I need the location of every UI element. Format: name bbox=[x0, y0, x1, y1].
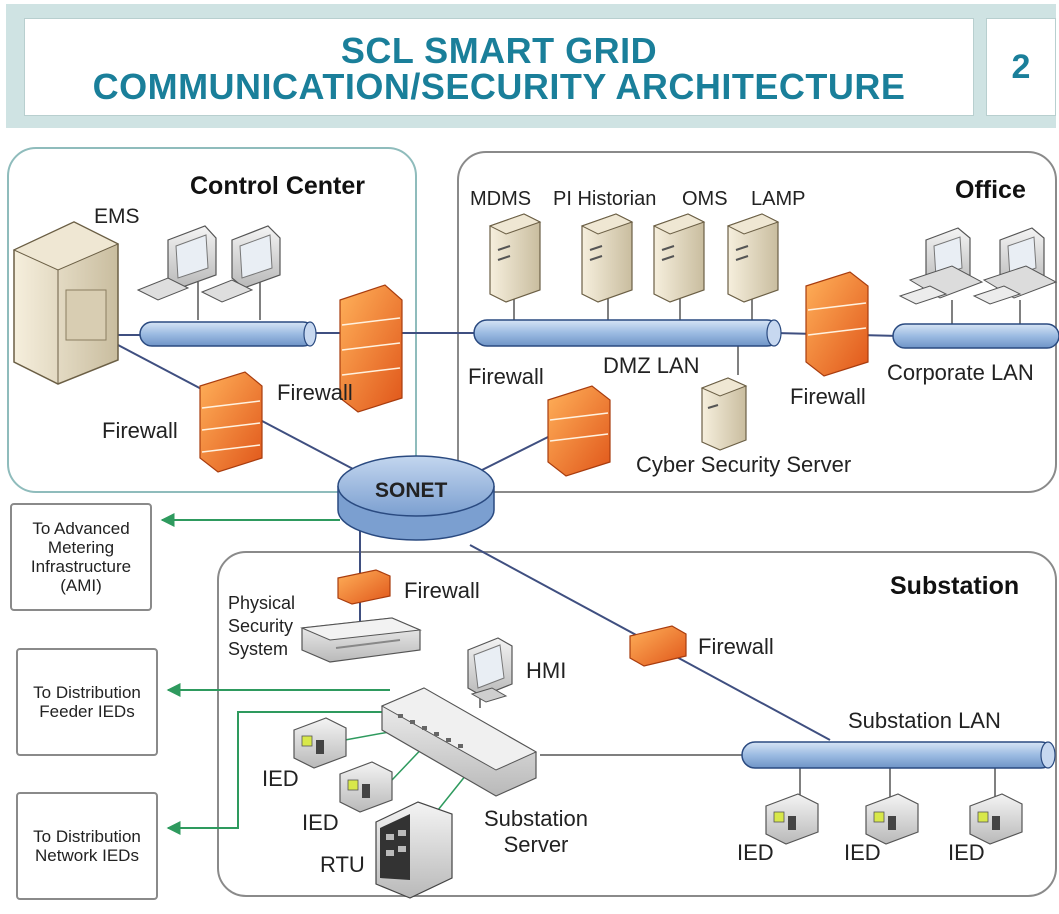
substation-switch-icon bbox=[380, 687, 538, 797]
substation-lan-label: Substation LAN bbox=[848, 708, 1001, 733]
ami-box: To Advanced Metering Infrastructure (AMI… bbox=[10, 503, 152, 611]
mdms-server-icon bbox=[488, 213, 542, 303]
dmz-lan-bus bbox=[473, 319, 782, 347]
firewall-label: Firewall bbox=[277, 380, 353, 405]
ied-icon bbox=[293, 717, 347, 769]
firewall-label: Firewall bbox=[404, 578, 480, 603]
substation-server-label: Substation Server bbox=[484, 806, 588, 857]
pi-historian-label: PI Historian bbox=[553, 188, 657, 210]
ied-label: IED bbox=[948, 840, 985, 865]
ied-label: IED bbox=[844, 840, 881, 865]
workstation-icon bbox=[972, 227, 1058, 305]
firewall-label: Firewall bbox=[698, 634, 774, 659]
office-title: Office bbox=[955, 176, 1026, 204]
firewall-icon bbox=[629, 625, 687, 667]
corporate-lan-bus bbox=[892, 323, 1059, 349]
oms-server-icon bbox=[652, 213, 706, 303]
physical-security-label: Physical Security System bbox=[228, 593, 296, 659]
ems-server-icon bbox=[12, 221, 120, 385]
ied-label: IED bbox=[262, 766, 299, 791]
firewall-label: Firewall bbox=[102, 418, 178, 443]
page-number: 2 bbox=[986, 18, 1056, 116]
lamp-label: LAMP bbox=[751, 188, 806, 210]
drop-lines bbox=[197, 280, 1021, 800]
workstation-icon bbox=[200, 225, 281, 303]
corporate-lan-label: Corporate LAN bbox=[887, 360, 1034, 385]
ied-label: IED bbox=[737, 840, 774, 865]
firewall-icon bbox=[199, 371, 263, 473]
firewall-icon bbox=[547, 385, 611, 477]
office-zone bbox=[457, 151, 1057, 493]
sonet-ring-icon bbox=[337, 455, 495, 541]
dmz-lan-label: DMZ LAN bbox=[603, 353, 700, 378]
ied-icon bbox=[339, 761, 393, 813]
substation-lan-bus bbox=[741, 741, 1056, 769]
sonet-label: SONET bbox=[375, 479, 448, 502]
substation-title: Substation bbox=[890, 572, 1020, 600]
rtu-icon bbox=[375, 801, 453, 899]
title-banner: SCL SMART GRID COMMUNICATION/SECURITY AR… bbox=[6, 4, 1056, 128]
title-panel: SCL SMART GRID COMMUNICATION/SECURITY AR… bbox=[24, 18, 974, 116]
hmi-monitor-icon bbox=[467, 637, 513, 703]
rtu-label: RTU bbox=[320, 852, 365, 877]
control-center-zone bbox=[7, 147, 417, 493]
workstation-icon bbox=[898, 227, 984, 305]
control-center-lan bbox=[139, 321, 317, 347]
firewall-icon bbox=[339, 284, 403, 413]
ied-icon bbox=[765, 793, 819, 845]
mdms-label: MDMS bbox=[470, 188, 532, 210]
external-arrows bbox=[160, 513, 395, 835]
pi-historian-server-icon bbox=[580, 213, 634, 303]
ied-label: IED bbox=[302, 810, 339, 835]
control-center-title: Control Center bbox=[190, 172, 365, 200]
physical-security-system-icon bbox=[300, 617, 422, 663]
firewall-label: Firewall bbox=[790, 384, 866, 409]
hmi-label: HMI bbox=[526, 658, 567, 683]
cyber-security-server-label: Cyber Security Server bbox=[636, 452, 852, 477]
ied-icon bbox=[969, 793, 1023, 845]
title-line-1: SCL SMART GRID bbox=[340, 30, 658, 71]
oms-label: OMS bbox=[682, 188, 728, 210]
firewall-icon bbox=[805, 271, 869, 377]
feeder-ieds-box: To Distribution Feeder IEDs bbox=[16, 648, 158, 756]
substation-zone bbox=[217, 551, 1057, 897]
workstation-icon bbox=[136, 225, 217, 301]
firewall-icon bbox=[337, 569, 391, 605]
ems-label: EMS bbox=[94, 205, 140, 228]
cyber-security-server-icon bbox=[700, 377, 748, 451]
title-line-2: COMMUNICATION/SECURITY ARCHITECTURE bbox=[92, 66, 906, 107]
network-ieds-box: To Distribution Network IEDs bbox=[16, 792, 158, 900]
firewall-label: Firewall bbox=[468, 364, 544, 389]
lamp-server-icon bbox=[726, 213, 780, 303]
ied-icon bbox=[865, 793, 919, 845]
